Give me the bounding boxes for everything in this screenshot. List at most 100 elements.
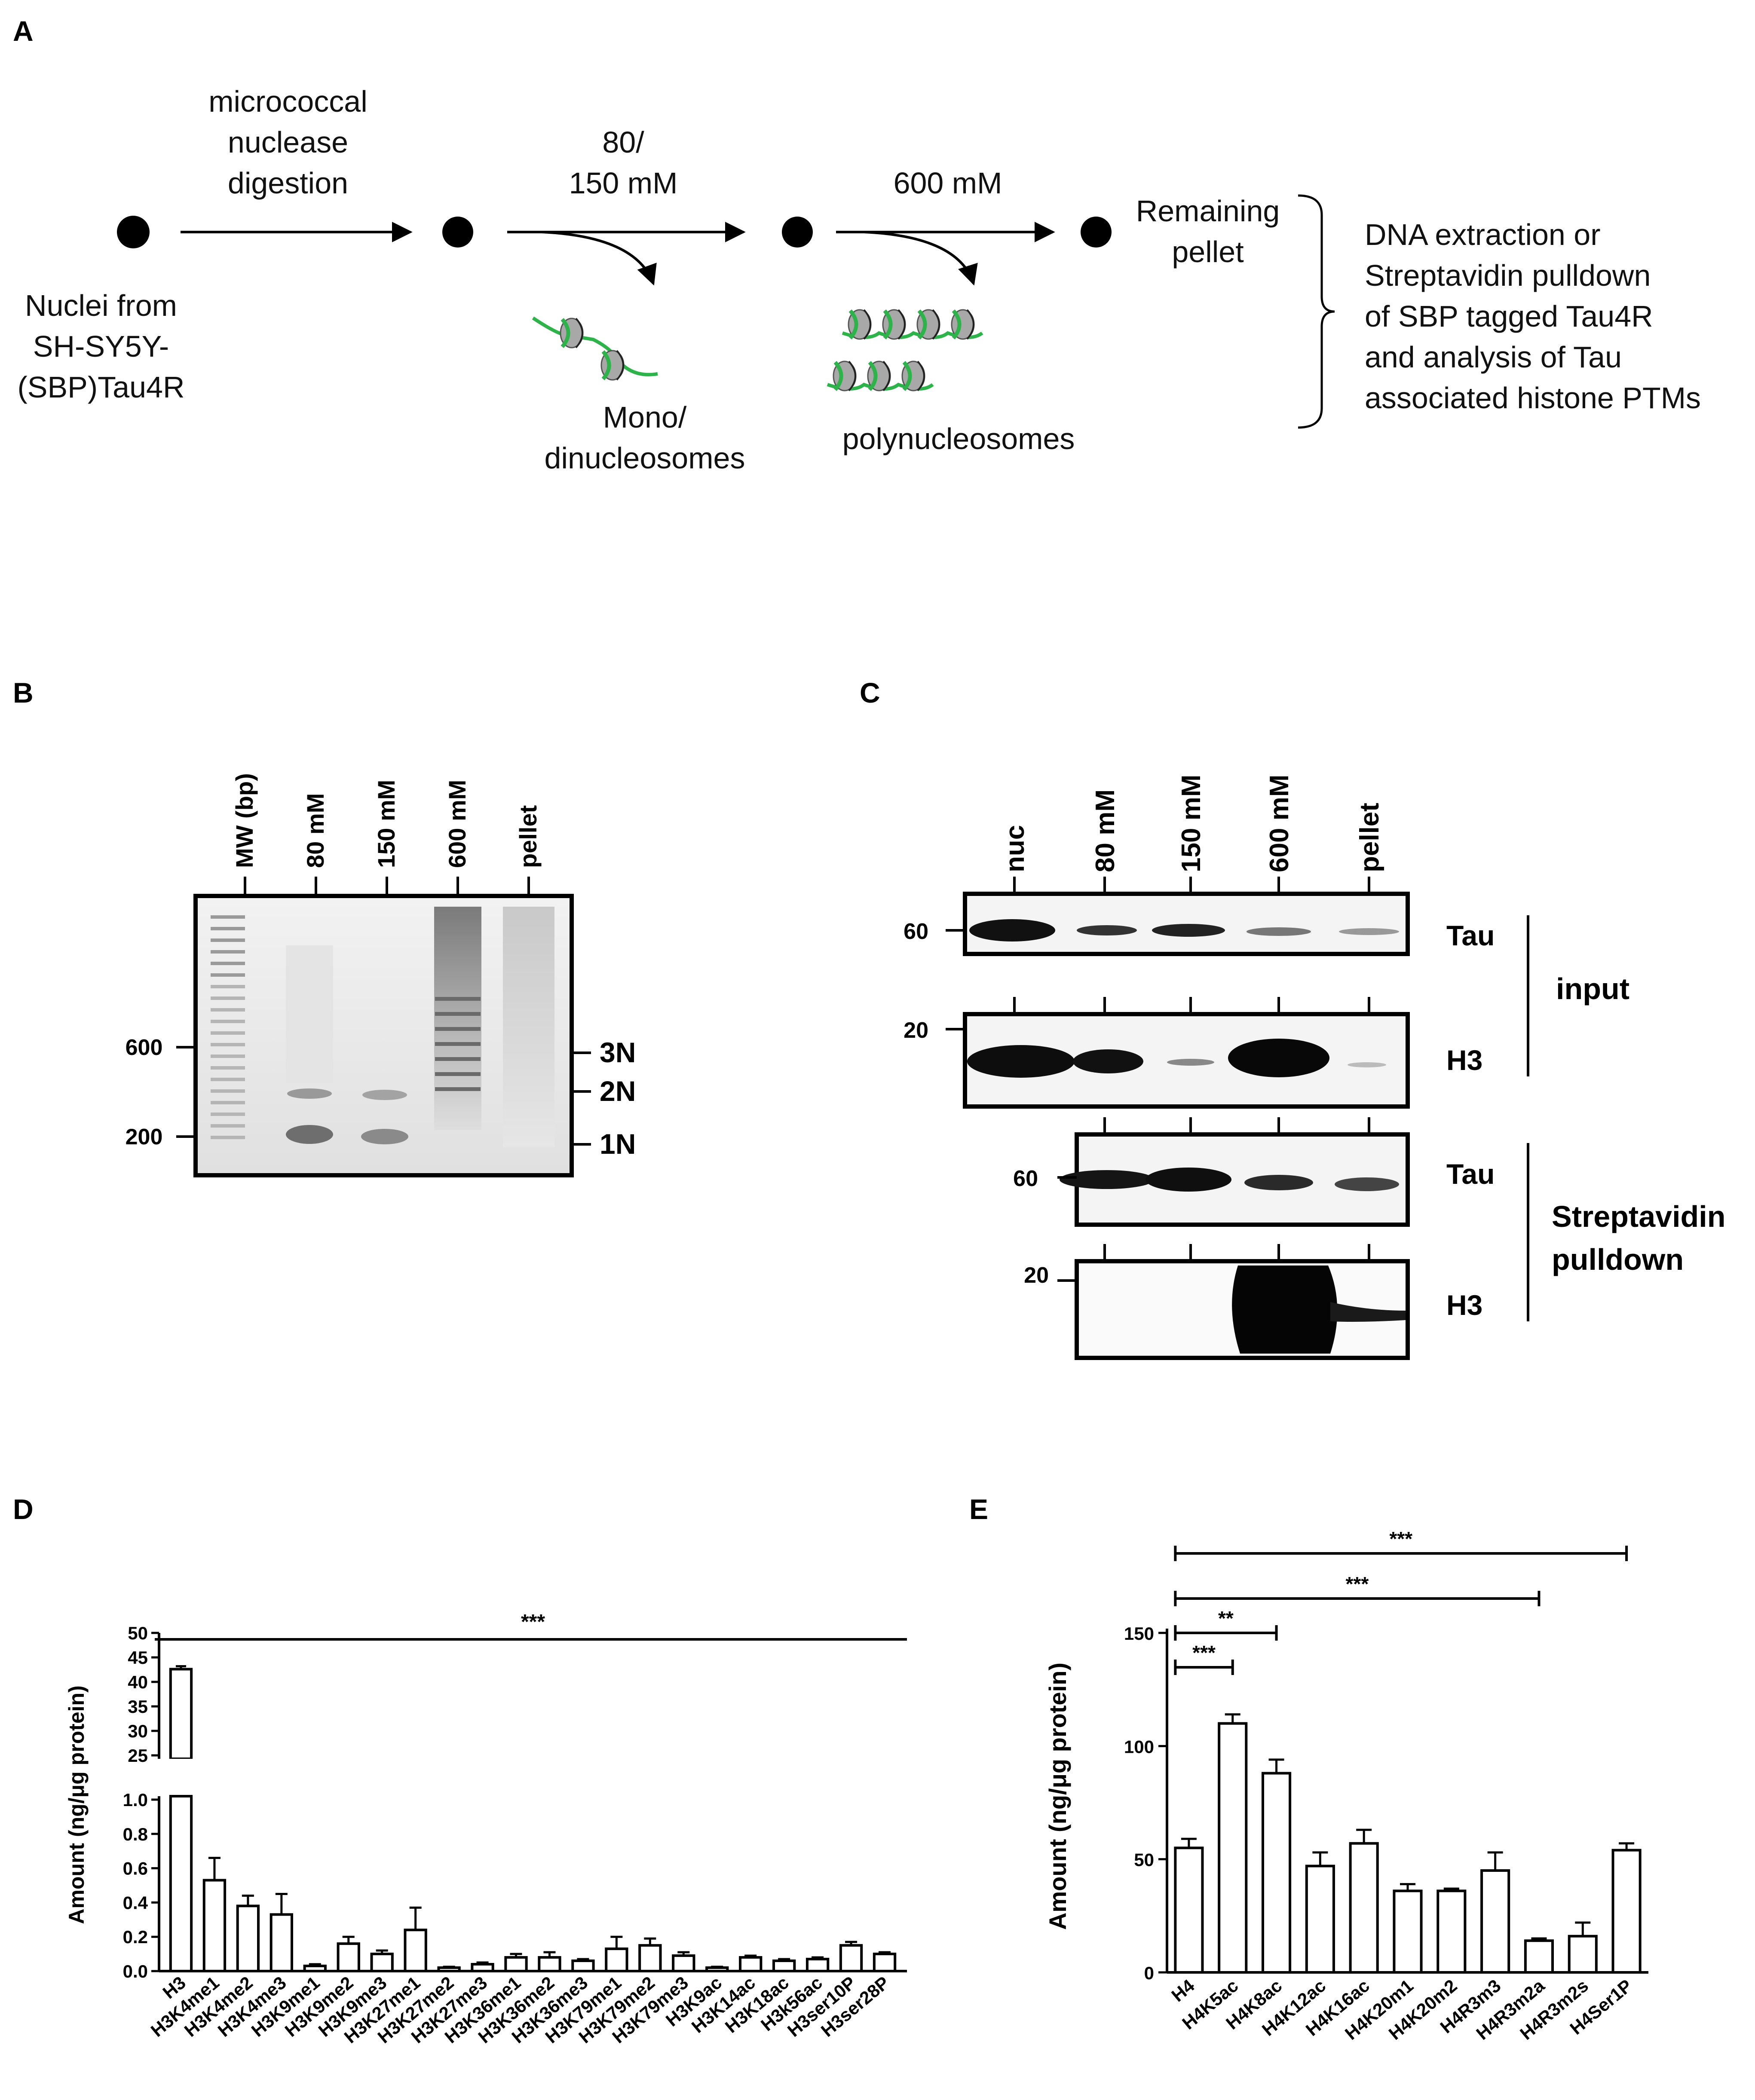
ladder-band [211,1020,245,1023]
mw-label-tau-input: 60 [904,919,928,944]
band [1167,1059,1214,1066]
wb-lane-ticks [1013,877,1370,1261]
y-tick-label: 1.0 [123,1790,148,1810]
panel-label-e: E [969,1493,988,1525]
ladder-band [211,1101,245,1104]
band [1339,928,1399,935]
band [969,919,1055,941]
bar [772,1959,796,1973]
dna-wrap [833,361,843,391]
bar [437,1966,461,1973]
y-tick-label: 100 [1124,1736,1154,1757]
bar [471,1963,494,1973]
ladder-band [211,1089,245,1093]
significance-label: *** [1389,1528,1412,1550]
wb-lane-label: 150 mM [1176,775,1206,872]
mono-line1: Mono/ [603,400,687,434]
ladder-band [211,973,245,977]
dna-wrap [932,309,940,340]
poly-label: polynucleosomes [842,422,1075,455]
y-tick-label: 150 [1124,1623,1154,1644]
remaining-line2: pellet [1172,235,1244,269]
polynucleosome-band [435,1072,481,1076]
bar [1261,1772,1292,1974]
group-input-label: input [1556,972,1629,1006]
bar [672,1954,695,1972]
dna-wrap [863,309,871,340]
y-tick-label: 0.2 [123,1927,148,1947]
bar [806,1958,830,1972]
blot-input-tau [963,892,1410,956]
branch-arrow-poly [864,231,978,286]
bar [1568,1935,1598,1974]
polynucleosome-band [435,1087,481,1091]
chart-e-plot: 050100150H4H4K5acH4K8acH4K12acH4K16acH4K… [1124,1528,1648,2044]
bar [705,1966,729,1973]
mw-600-label: 600 [126,1035,163,1060]
bracket [1298,194,1335,429]
step1-line2: nuclease [228,125,348,159]
band-3n-label: 3N [600,1036,636,1068]
panel-a-schematic: micrococcal nuclease digestion 80/ 150 m… [17,85,1701,475]
bar [1480,1869,1510,1974]
nucleosome-illustrations [532,309,983,391]
salt-dot [782,217,813,248]
polynucleosome-band [435,1012,481,1016]
nuclei-line2: SH-SY5Y- [33,330,169,363]
bar [739,1956,763,1973]
significance-label: ** [1218,1607,1234,1629]
band [1330,1302,1406,1322]
panel-e-chart: Amount (ng/μg protein) 050100150H4H4K5ac… [1044,1528,1648,2044]
group-pulldown-line2: pulldown [1552,1243,1684,1276]
dna-wrap [868,361,878,391]
band [1073,1049,1143,1073]
chart-d-ylabel: Amount (ng/μg protein) [64,1685,89,1924]
significance-label: *** [1192,1641,1216,1664]
y-tick-label: 0.6 [123,1859,148,1879]
band [1060,1170,1154,1189]
chart-d-plot: 0.00.20.40.60.81.0253035404550H3H3K4me1H… [123,1611,907,2047]
bar [504,1956,528,1973]
smear-pellet [503,907,554,1147]
y-tick-label: 0.0 [123,1961,148,1981]
gel-bands [211,907,554,1147]
band-2n [287,1088,332,1099]
band [1348,1062,1386,1067]
ladder-band [211,1008,245,1012]
nuclei-line3: (SBP)Tau4R [17,370,184,404]
ladder-band [211,1043,245,1046]
ladder-band [211,997,245,1000]
linker-dna [532,316,658,376]
dna-wrap [848,309,858,339]
band [1335,1177,1399,1191]
analysis-line5: associated histone PTMs [1365,381,1701,415]
bar [1305,1865,1335,1974]
chart-e-ylabel: Amount (ng/μg protein) [1044,1663,1071,1930]
ladder-band [211,1078,245,1081]
bar [169,1795,193,1972]
dna-wrap [575,318,583,348]
step3-label: 600 mM [894,166,1002,200]
band-1n [286,1125,333,1144]
ladder-band [211,985,245,988]
band [1244,1175,1313,1190]
smear-600 [434,907,481,1130]
bar [270,1913,294,1973]
dna-wrap [601,350,611,380]
gel-lane-label: 150 mM [373,780,400,868]
protein-h3-input: H3 [1446,1044,1482,1076]
ladder-band [211,1031,245,1035]
bar [1218,1722,1248,1974]
bar [169,1668,193,1761]
wb-lane-label: nuc [1000,825,1030,872]
bar [370,1953,394,1973]
analysis-line4: and analysis of Tau [1365,340,1622,374]
bar [202,1879,227,1972]
ladder-band [211,1113,245,1116]
band [1228,1039,1329,1077]
band-1n-label: 1N [600,1128,636,1160]
mw-200-label: 200 [126,1125,163,1149]
gel-lane-label: 80 mM [302,793,329,868]
ladder-band [211,915,245,919]
